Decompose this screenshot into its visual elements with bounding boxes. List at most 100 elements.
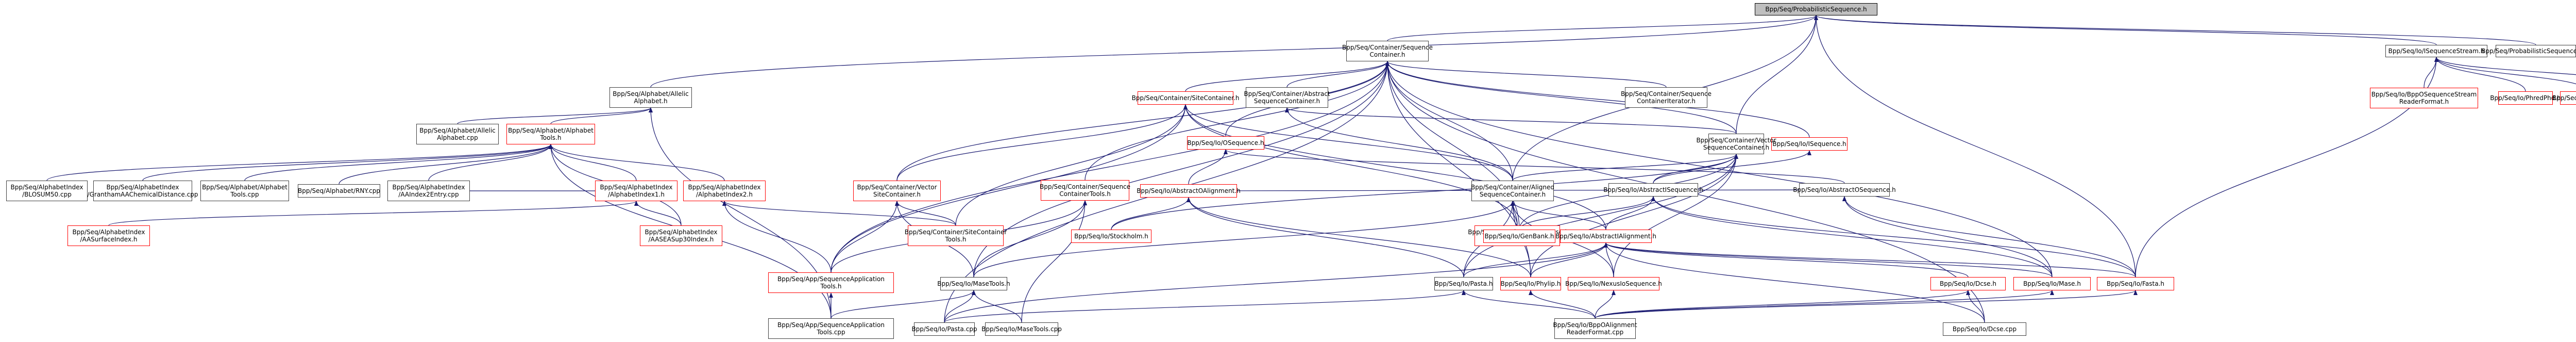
node-phylip-h[interactable]: Bpp/Seq/Io/Phylip.h [1500, 277, 1561, 290]
node-phred-phd-h[interactable]: Bpp/Seq/Io/PhredPhd.h [2490, 91, 2561, 105]
node-abstract-ialignment-h[interactable]: Bpp/Seq/Io/AbstractIAlignment.h [1555, 230, 1656, 243]
edge-pasta_h-to-vecseqcont [1463, 154, 1738, 278]
edge-stockholm-to-abstractoalign [1111, 197, 1191, 230]
node-alphabet-index2-h[interactable]: Bpp/Seq/AlphabetIndex /AlphabetIndex2.h [683, 181, 766, 201]
node-nexus-io-sequence-h[interactable]: Bpp/Seq/Io/NexusIoSequence.h [1565, 277, 1662, 290]
node-isequence-stream-h[interactable]: Bpp/Seq/Io/ISequenceStream.h [2385, 45, 2487, 57]
node-osequence-h[interactable]: Bpp/Seq/Io/OSequence.h [1187, 136, 1264, 150]
edge-abstractseqcont-to-seqcont [1286, 61, 1389, 88]
node-mase-tools-cpp[interactable]: Bpp/Seq/Io/MaseTools.cpp [981, 322, 1062, 336]
edge-compressed-to-sitecont [1183, 104, 1518, 226]
node-bppo-alignment-reader-format-cpp[interactable]: Bpp/Seq/Io/BppOAlignment ReaderFormat.cp… [1553, 318, 1637, 339]
edge-stockholm-to-vecseqcont [1111, 154, 1738, 230]
edge-phylip-to-abstractoalign [1187, 197, 1531, 278]
edge-alphatools_cpp-to-alphatools [244, 144, 553, 181]
edge-rny-to-alphatools [338, 144, 553, 185]
edge-phredpoly-to-isstream [2434, 57, 2576, 85]
edge-pasta_h-to-abstractoalign [1187, 197, 1464, 278]
edge-dcse_h-to-abstractialign [1604, 242, 1969, 278]
node-phred-poly-h[interactable]: Bpp/Seq/Io/PhredPoly.h [2552, 91, 2576, 105]
edge-nexus-to-abstractialign [1604, 242, 1614, 278]
edge-allelic-to-root [650, 15, 1818, 88]
node-mase-tools-h[interactable]: Bpp/Seq/Io/MaseTools.h [937, 277, 1010, 290]
edge-phylip-to-abstractialign [1530, 242, 1608, 278]
edge-mase_h-to-abstractiseq [1651, 196, 2053, 278]
edge-bppoalign_cpp-to-nexus [1595, 290, 1616, 319]
node-fasta-h[interactable]: Bpp/Seq/Io/Fasta.h [2097, 277, 2174, 290]
node-vector-sequence-container-h[interactable]: Bpp/Seq/Container/Vector SequenceContain… [1696, 134, 1776, 154]
edge-alignedseqcont-to-abstractseqcont [1285, 107, 1513, 181]
edge-aasea-to-alphaidx1 [634, 201, 682, 226]
edge-alignedseqcont-to-seqcont [1385, 61, 1513, 181]
node-alphabet-tools-h[interactable]: Bpp/Seq/Alphabet/Alphabet Tools.h [506, 124, 595, 144]
node-site-container-tools-h[interactable]: Bpp/Seq/Container/SiteContainer Tools.h [905, 225, 1007, 246]
node-genbank-h[interactable]: Bpp/Seq/Io/GenBank.h [1483, 230, 1555, 243]
edge-vecsitecont-to-seqcont [896, 61, 1389, 181]
node-aa-surface-index-h[interactable]: Bpp/Seq/AlphabetIndex /AASurfaceIndex.h [67, 225, 150, 246]
node-allelic-alphabet-h[interactable]: Bpp/Seq/Alphabet/Allelic Alphabet.h [609, 87, 692, 108]
node-aasea-sup30-index-h[interactable]: Bpp/Seq/AlphabetIndex /AASEASup30Index.h [640, 225, 722, 246]
edge-mase_h-to-seqcont [1385, 61, 2053, 278]
edge-blosum-to-alphatools [46, 144, 553, 181]
node-isequence-h[interactable]: Bpp/Seq/Io/ISequence.h [1771, 137, 1848, 151]
node-aaindex2entry-cpp[interactable]: Bpp/Seq/AlphabetIndex /AAIndex2Entry.cpp [387, 181, 470, 201]
edge-isequence-to-seqcont [1385, 61, 1810, 138]
edge-alignedseqcont-to-sitecont [1183, 104, 1513, 181]
edge-bppoalign_cpp-to-phylip [1529, 290, 1596, 319]
node-abstract-oalignment-h[interactable]: Bpp/Seq/Io/AbstractOAlignment.h [1137, 184, 1241, 198]
node-abstract-osequence-h[interactable]: Bpp/Seq/Io/AbstractOSequence.h [1793, 183, 1896, 197]
edge-mase_h-to-abstractoseq [1842, 196, 2053, 278]
node-dcse-cpp[interactable]: Bpp/Seq/Io/Dcse.cpp [1943, 322, 2026, 336]
edge-dcse_cpp-to-abstractialign [1604, 242, 1985, 323]
node-bppo-sequence-stream-reader-format-h[interactable]: Bpp/Seq/Io/BppOSequenceStream ReaderForm… [2370, 88, 2478, 108]
node-sequence-application-tools-h[interactable]: Bpp/Seq/App/SequenceApplication Tools.h [768, 272, 894, 293]
edge-sitecontools-to-sitecont [955, 104, 1188, 226]
edge-pasta_cpp-to-abstractialign [944, 242, 1608, 323]
edge-seqapptools_cpp-to-masetools_h [831, 290, 976, 319]
edge-alignedseqcont-to-vecseqcont [1512, 154, 1738, 181]
node-grantham-cpp[interactable]: Bpp/Seq/AlphabetIndex /GranthamAAChemica… [88, 181, 198, 201]
node-dcse-h[interactable]: Bpp/Seq/Io/Dcse.h [1930, 277, 2006, 290]
node-rny-cpp[interactable]: Bpp/Seq/Alphabet/RNY.cpp [298, 184, 380, 198]
node-pasta-cpp[interactable]: Bpp/Seq/Io/Pasta.cpp [911, 322, 977, 336]
node-alphabet-index1-h[interactable]: Bpp/Seq/AlphabetIndex /AlphabetIndex1.h [595, 181, 677, 201]
edge-bppoalign_cpp-to-fasta_h [1595, 290, 2138, 319]
edge-fasta_h-to-abstractiseq [1651, 196, 2136, 278]
edge-dcse_cpp-to-dcse_h [1966, 290, 1985, 323]
node-site-container-h[interactable]: Bpp/Seq/Container/SiteContainer.h [1132, 91, 1239, 105]
edge-alphaidx2-to-alphatools [549, 144, 725, 181]
node-sequence-container-h[interactable]: Bpp/Seq/Container/Sequence Container.h [1342, 41, 1433, 61]
node-alphabet-tools-cpp[interactable]: Bpp/Seq/Alphabet/Alphabet Tools.cpp [200, 181, 289, 201]
node-sequence-container-iterator-h[interactable]: Bpp/Seq/Container/Sequence ContainerIter… [1621, 87, 1711, 108]
edge-abstractialign-to-abstractiseq [1605, 196, 1655, 230]
edge-seqconttools-to-seqcont [1084, 61, 1389, 181]
node-pasta-h[interactable]: Bpp/Seq/Io/Pasta.h [1434, 277, 1493, 290]
edge-abstractialign-to-sitecont [1183, 104, 1606, 230]
node-stockholm-h[interactable]: Bpp/Seq/Io/Stockholm.h [1071, 230, 1151, 243]
edge-alphatools-to-allelic [550, 107, 653, 124]
edge-pasta_cpp-to-pasta_h [944, 290, 1466, 323]
edge-masetools_h-to-seqconttools [973, 200, 1087, 278]
node-aligned-sequence-container-h[interactable]: Bpp/Seq/Container/Aligned SequenceContai… [1471, 181, 1554, 201]
edge-abstractoseq-to-osequence [1224, 149, 1845, 184]
node-sequence-container-tools-h[interactable]: Bpp/Seq/Container/Sequence ContainerTool… [1040, 180, 1130, 201]
edge-vecsitecont-to-sitecont [896, 104, 1188, 181]
node-abstract-sequence-container-h[interactable]: Bpp/Seq/Container/Abstract SequenceConta… [1244, 87, 1330, 108]
node-mase-h[interactable]: Bpp/Seq/Io/Mase.h [2013, 277, 2091, 290]
edge-abstractoalign-to-osequence [1188, 149, 1228, 185]
node-abstract-isequence-h[interactable]: Bpp/Seq/Io/AbstractISequence.h [1603, 183, 1703, 197]
node-allelic-alphabet-cpp[interactable]: Bpp/Seq/Alphabet/Allelic Alphabet.cpp [416, 124, 499, 144]
edge-fasta_h-to-abstractoseq [1842, 196, 2136, 278]
edge-abstractiseq-to-isequence [1653, 150, 1811, 184]
edge-masetools_cpp-to-seqconttools [1021, 200, 1087, 323]
node-vector-site-container-h[interactable]: Bpp/Seq/Container/Vector SiteContainer.h [853, 181, 941, 201]
edge-genbank-to-abstractiseq [1519, 196, 1655, 230]
node-blosum50-cpp[interactable]: Bpp/Seq/AlphabetIndex /BLOSUM50.cpp [6, 181, 88, 201]
edge-aaindex2-to-alphatools [428, 144, 553, 181]
edge-sitecont-to-seqcont [1185, 61, 1389, 92]
edge-bppoalign_cpp-to-pasta_h [1462, 290, 1596, 319]
edge-vecseqcont-to-root [1736, 15, 1818, 134]
edge-isstream-to-root [1814, 15, 2437, 45]
node-probabilistic-sequence-cpp[interactable]: Bpp/Seq/ProbabilisticSequence.cpp [2481, 45, 2576, 57]
node-sequence-application-tools-cpp[interactable]: Bpp/Seq/App/SequenceApplication Tools.cp… [768, 318, 894, 339]
